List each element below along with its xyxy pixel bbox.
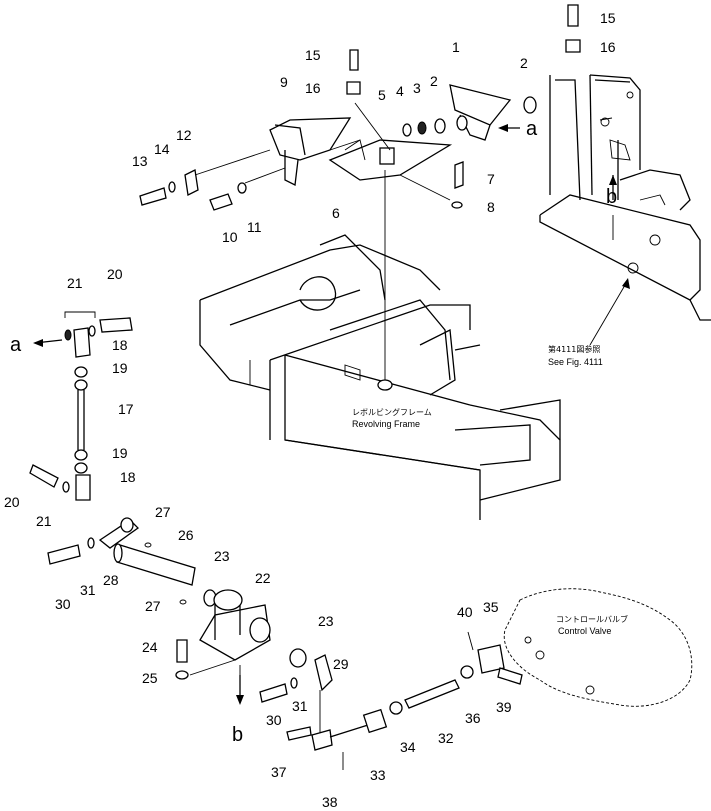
label-32: 32 <box>438 730 454 746</box>
label-19: 19 <box>112 360 128 376</box>
label-21: 21 <box>67 275 83 291</box>
label-17: 17 <box>118 401 134 417</box>
label-31: 31 <box>292 698 308 714</box>
label-28: 28 <box>103 572 119 588</box>
label-20: 20 <box>107 266 123 282</box>
label-24: 24 <box>142 639 158 655</box>
label-13: 13 <box>132 153 148 169</box>
label-16: 16 <box>305 80 321 96</box>
label-15: 15 <box>600 10 616 26</box>
caption-ref-en: See Fig. 4111 <box>548 357 603 367</box>
label-2: 2 <box>430 73 438 89</box>
captions: 第4111図参照 See Fig. 4111 レボルビングフレーム Revolv… <box>352 344 628 636</box>
label-25: 25 <box>142 670 158 686</box>
section-letter-b: b <box>232 724 243 746</box>
label-39: 39 <box>496 699 512 715</box>
label-7: 7 <box>487 171 495 187</box>
lever-shaft-assembly <box>47 517 523 770</box>
label-36: 36 <box>465 710 481 726</box>
control-bracket-frame <box>539 74 711 321</box>
label-29: 29 <box>333 656 349 672</box>
label-30: 30 <box>55 596 71 612</box>
label-21: 21 <box>36 513 52 529</box>
label-23: 23 <box>214 548 230 564</box>
label-30: 30 <box>266 712 282 728</box>
label-26: 26 <box>178 527 194 543</box>
section-markers <box>33 124 630 705</box>
label-15: 15 <box>305 47 321 63</box>
part-number-labels: 1 2 2 3 4 5 6 7 8 9 10 11 12 13 14 15 15… <box>4 10 616 810</box>
section-letter-a: a <box>10 334 22 356</box>
revolving-frame <box>199 234 561 520</box>
label-8: 8 <box>487 199 495 215</box>
rod-linkage <box>29 311 133 501</box>
label-38: 38 <box>322 794 338 810</box>
label-9: 9 <box>280 74 288 90</box>
label-12: 12 <box>176 127 192 143</box>
section-letters: a a b b <box>10 118 617 746</box>
label-3: 3 <box>413 80 421 96</box>
pedal-assembly <box>139 4 581 380</box>
label-40: 40 <box>457 604 473 620</box>
label-4: 4 <box>396 83 404 99</box>
label-37: 37 <box>271 764 287 780</box>
label-18: 18 <box>112 337 128 353</box>
caption-frame-jp: レボルビングフレーム <box>352 407 432 417</box>
label-35: 35 <box>483 599 499 615</box>
label-1: 1 <box>452 39 460 55</box>
label-27: 27 <box>145 598 161 614</box>
label-20: 20 <box>4 494 20 510</box>
label-22: 22 <box>255 570 271 586</box>
section-letter-a: a <box>526 118 538 140</box>
label-16: 16 <box>600 39 616 55</box>
label-5: 5 <box>378 87 386 103</box>
caption-ref-jp: 第4111図参照 <box>548 344 600 354</box>
label-33: 33 <box>370 767 386 783</box>
label-18: 18 <box>120 469 136 485</box>
label-31: 31 <box>80 582 96 598</box>
label-23: 23 <box>318 613 334 629</box>
label-14: 14 <box>154 141 170 157</box>
label-2: 2 <box>520 55 528 71</box>
label-6: 6 <box>332 205 340 221</box>
label-34: 34 <box>400 739 416 755</box>
label-10: 10 <box>222 229 238 245</box>
caption-valve-jp: コントロールバルブ <box>556 614 628 624</box>
control-valve <box>503 588 693 707</box>
label-19: 19 <box>112 445 128 461</box>
label-27: 27 <box>155 504 171 520</box>
label-11: 11 <box>247 219 262 235</box>
caption-valve-en: Control Valve <box>558 626 611 636</box>
section-letter-b: b <box>606 186 617 208</box>
caption-frame-en: Revolving Frame <box>352 419 420 429</box>
